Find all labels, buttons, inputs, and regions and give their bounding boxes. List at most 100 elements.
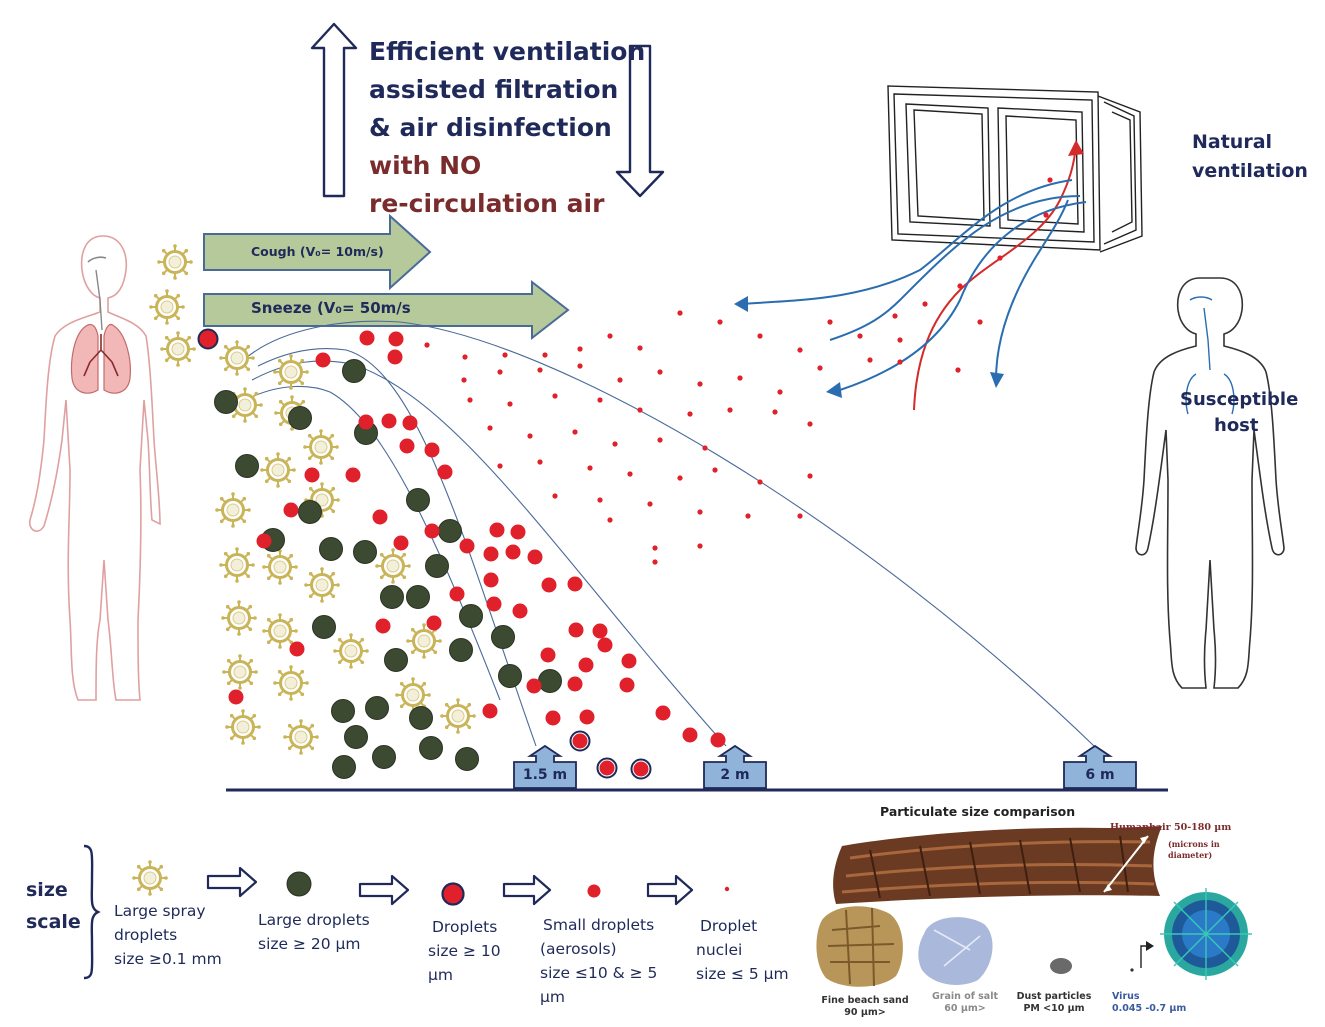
large-spray-droplet — [271, 663, 311, 703]
small-droplet — [597, 397, 603, 403]
up-arrow-icon — [310, 22, 358, 198]
small-droplet — [737, 375, 743, 381]
droplet — [599, 760, 615, 776]
small-droplet — [867, 357, 873, 363]
distance-label-2m: 2 m — [720, 767, 750, 783]
small-droplets-caption-3: size ≤10 & ≥ 5 — [540, 964, 658, 982]
small-droplet — [797, 347, 803, 353]
cough-label: Cough (V₀= 10m/s) — [251, 244, 384, 259]
lungs-icon — [70, 323, 131, 394]
human-hair-caption-3: diameter) — [1168, 850, 1213, 860]
small-droplet — [797, 513, 803, 519]
blue-flow-arrowhead-left-2-icon — [826, 382, 842, 398]
droplet — [526, 678, 542, 694]
large-spray-droplet — [219, 598, 259, 638]
small-droplet — [462, 354, 468, 360]
infected-person-figure — [28, 235, 161, 701]
small-droplet — [807, 473, 813, 479]
small-droplet — [897, 337, 903, 343]
droplet — [682, 727, 698, 743]
sneeze-label: Sneeze (V₀= 50m/s — [251, 299, 411, 317]
large-droplet — [319, 537, 343, 561]
droplet — [527, 549, 543, 565]
droplet — [540, 647, 556, 663]
small-droplet — [637, 407, 643, 413]
small-droplet — [537, 459, 543, 465]
droplet-nuclei-caption-1: Droplet — [700, 917, 758, 935]
small-droplet — [687, 411, 693, 417]
droplet — [437, 464, 453, 480]
small-droplet — [657, 369, 663, 375]
large-droplets-caption-2: size ≥ 20 µm — [258, 935, 361, 953]
large-droplet — [298, 500, 322, 524]
large-droplet — [312, 615, 336, 639]
small-droplet-icon — [587, 884, 601, 898]
large-spray-droplet — [147, 287, 187, 327]
droplet — [578, 657, 594, 673]
droplet — [393, 535, 409, 551]
droplet — [567, 676, 583, 692]
large-droplet — [372, 745, 396, 769]
small-droplet — [757, 333, 763, 339]
scale-arrow-2-icon — [358, 874, 410, 906]
droplet — [228, 689, 244, 705]
small-droplet — [697, 381, 703, 387]
droplet — [655, 705, 671, 721]
droplet — [579, 709, 595, 725]
small-droplet — [827, 319, 833, 325]
scale-arrows — [206, 866, 694, 906]
small-droplet — [572, 429, 578, 435]
grain-of-salt-image — [918, 917, 993, 985]
small-droplet — [652, 545, 658, 551]
human-hair-image — [833, 826, 1162, 904]
large-droplet — [384, 648, 408, 672]
small-droplet — [712, 467, 718, 473]
small-droplet — [552, 493, 558, 499]
blue-flow-arrowhead-icon — [990, 372, 1004, 388]
large-spray-droplet — [271, 352, 311, 392]
small-droplet — [892, 313, 898, 319]
large-spray-droplet — [281, 717, 321, 757]
small-droplet — [677, 475, 683, 481]
air-flow-lines — [739, 145, 1087, 411]
droplet — [315, 352, 331, 368]
scale-arrow-3-icon — [502, 874, 552, 906]
small-droplet — [542, 352, 548, 358]
large-droplet-icon — [286, 871, 312, 897]
large-droplet — [331, 699, 355, 723]
large-droplet — [353, 540, 377, 564]
droplet — [482, 703, 498, 719]
small-droplet — [424, 342, 430, 348]
droplet — [459, 538, 475, 554]
susceptible-host-figure — [1135, 277, 1285, 689]
large-droplet — [449, 638, 473, 662]
small-droplet — [777, 389, 783, 395]
large-spray-droplet — [158, 329, 198, 369]
droplet — [572, 733, 588, 749]
large-spray-droplet — [217, 338, 257, 378]
droplets-caption-1: Droplets — [432, 918, 498, 936]
small-droplet — [657, 437, 663, 443]
small-droplet — [612, 441, 618, 447]
droplet — [619, 677, 635, 693]
small-droplets-caption-4: µm — [540, 988, 565, 1006]
droplet — [424, 442, 440, 458]
ventilation-line-1: Efficient ventilation — [369, 37, 646, 66]
droplet — [710, 732, 726, 748]
large-droplet — [380, 585, 404, 609]
large-droplet — [419, 736, 443, 760]
small-droplet — [461, 377, 467, 383]
small-droplet — [607, 333, 613, 339]
large-droplet — [332, 755, 356, 779]
droplet — [358, 414, 374, 430]
window-icon — [887, 85, 1143, 253]
small-droplets-caption-2: (aerosols) — [540, 940, 617, 958]
droplet — [597, 637, 613, 653]
small-droplet — [857, 333, 863, 339]
fine-beach-sand-image — [816, 906, 903, 987]
droplet — [304, 467, 320, 483]
droplet-ring — [596, 757, 618, 779]
small-droplet — [772, 409, 778, 415]
